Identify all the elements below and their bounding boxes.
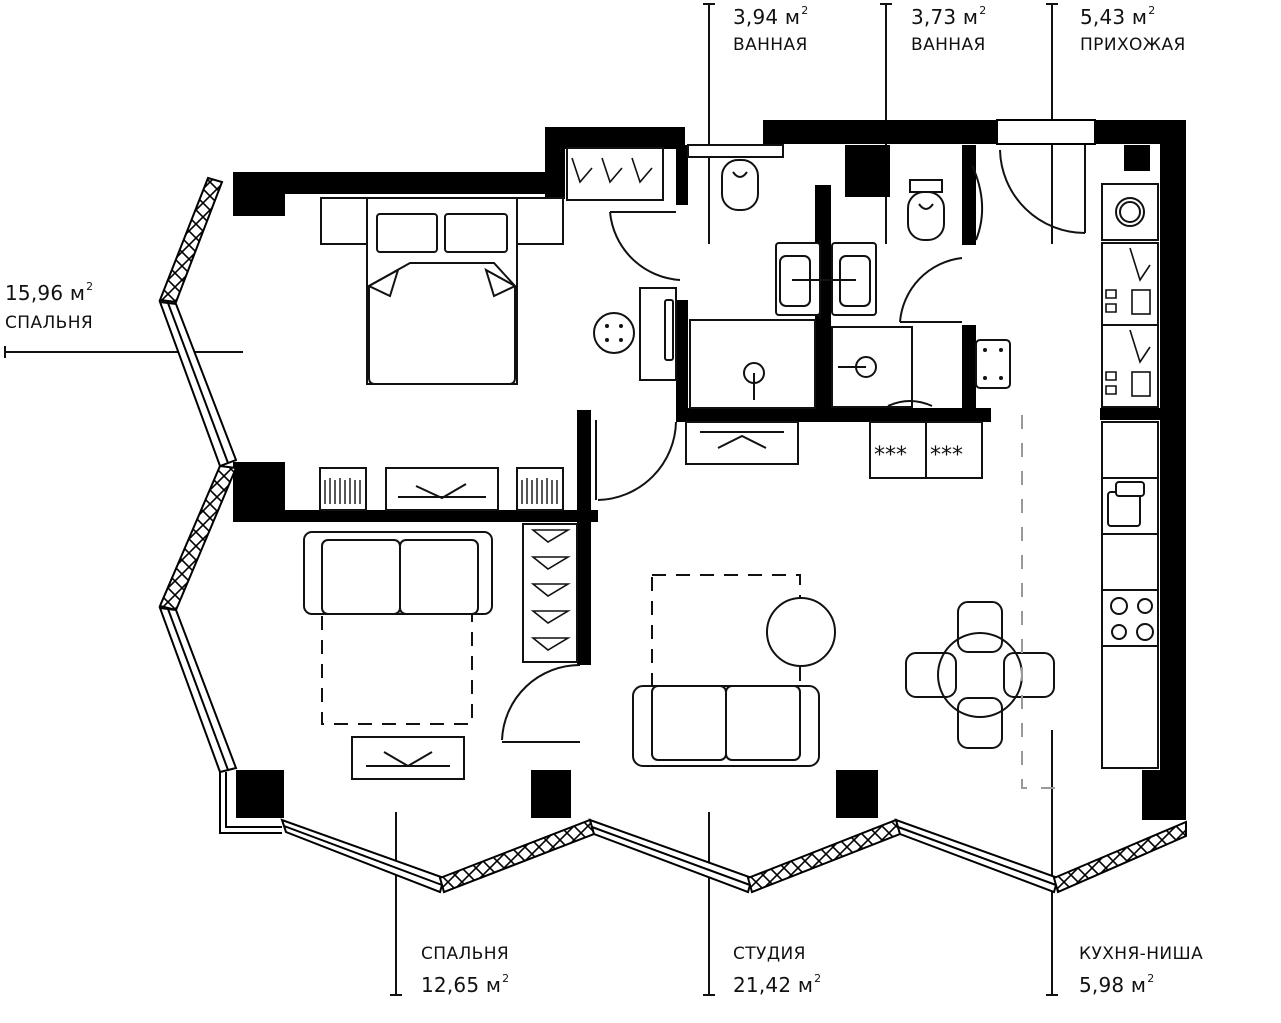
walls xyxy=(233,120,1186,820)
room-label-bathroom-1: 3,94 м2 ВАННАЯ xyxy=(733,4,809,55)
room-label-hallway: 5,43 м2 ПРИХОЖАЯ xyxy=(1080,4,1186,55)
tv-stand-icon xyxy=(351,736,465,780)
bookshelf-icon xyxy=(516,467,564,511)
room-name: СТУДИЯ xyxy=(733,944,806,964)
toilet-icon xyxy=(907,179,945,241)
room-label-bedroom-2: СПАЛЬНЯ 12,65 м2 xyxy=(421,944,510,997)
room-area: 21,42 м2 xyxy=(733,972,822,997)
bedroom-1-furniture xyxy=(319,147,677,511)
door-swing-icon xyxy=(899,257,963,323)
room-area: 5,98 м2 xyxy=(1079,972,1155,997)
door-swing-icon xyxy=(609,211,681,281)
double-bed-icon xyxy=(366,197,518,385)
studio-furniture xyxy=(303,421,836,780)
round-side-table-icon xyxy=(766,597,836,667)
bookshelf-icon xyxy=(319,467,367,511)
svg-text:***: *** xyxy=(930,443,963,468)
room-area: 12,65 м2 xyxy=(421,972,510,997)
room-name: ВАННАЯ xyxy=(733,35,808,55)
door-swing-icon xyxy=(597,421,677,501)
room-area: 3,73 м2 xyxy=(911,4,987,29)
nightstand-icon xyxy=(514,197,564,245)
chair-icon xyxy=(1003,652,1055,698)
kitchen-hallway xyxy=(869,183,1159,769)
wardrobe-hanger-icon xyxy=(522,523,578,663)
room-area: 3,94 м2 xyxy=(733,4,809,29)
room-name: ВАННАЯ xyxy=(911,35,986,55)
room-label-studio: СТУДИЯ 21,42 м2 xyxy=(733,944,822,997)
appliance-asterisk-icon xyxy=(925,421,983,479)
tv-stand-icon xyxy=(385,467,499,511)
ottoman-icon xyxy=(593,312,635,354)
room-name: СПАЛЬНЯ xyxy=(5,313,94,333)
room-label-bedroom-1: 15,96 м2 СПАЛЬНЯ xyxy=(5,280,94,333)
exterior-windows xyxy=(158,119,1187,894)
chair-icon xyxy=(957,697,1003,749)
toilet-icon xyxy=(721,159,759,211)
chair-icon xyxy=(905,652,957,698)
room-name: СПАЛЬНЯ xyxy=(421,944,510,964)
door-swing-icon xyxy=(999,149,1086,234)
dining-table-icon xyxy=(905,601,1055,749)
door-swing-icon xyxy=(501,664,581,741)
kitchen-zone-dashed xyxy=(1021,415,1062,789)
bathroom-fixtures xyxy=(687,144,945,409)
room-area: 5,43 м2 xyxy=(1080,4,1156,29)
door-swing-icon xyxy=(971,164,984,241)
tv-stand-icon xyxy=(685,421,799,465)
room-label-kitchen-niche: КУХНЯ-НИША 5,98 м2 xyxy=(1079,944,1204,997)
room-area: 15,96 м2 xyxy=(5,280,94,305)
room-name: КУХНЯ-НИША xyxy=(1079,944,1204,964)
appliance-asterisk-icon xyxy=(869,421,927,479)
sofa-icon xyxy=(303,531,493,615)
appliance-asterisks: *** *** xyxy=(874,443,963,468)
sofa-icon xyxy=(632,685,820,767)
wardrobe-hanger-icon xyxy=(566,147,664,201)
svg-text:***: *** xyxy=(874,443,907,468)
room-label-bathroom-2: 3,73 м2 ВАННАЯ xyxy=(911,4,987,55)
chair-icon xyxy=(957,601,1003,653)
nightstand-icon xyxy=(320,197,370,245)
room-name: ПРИХОЖАЯ xyxy=(1080,35,1186,55)
